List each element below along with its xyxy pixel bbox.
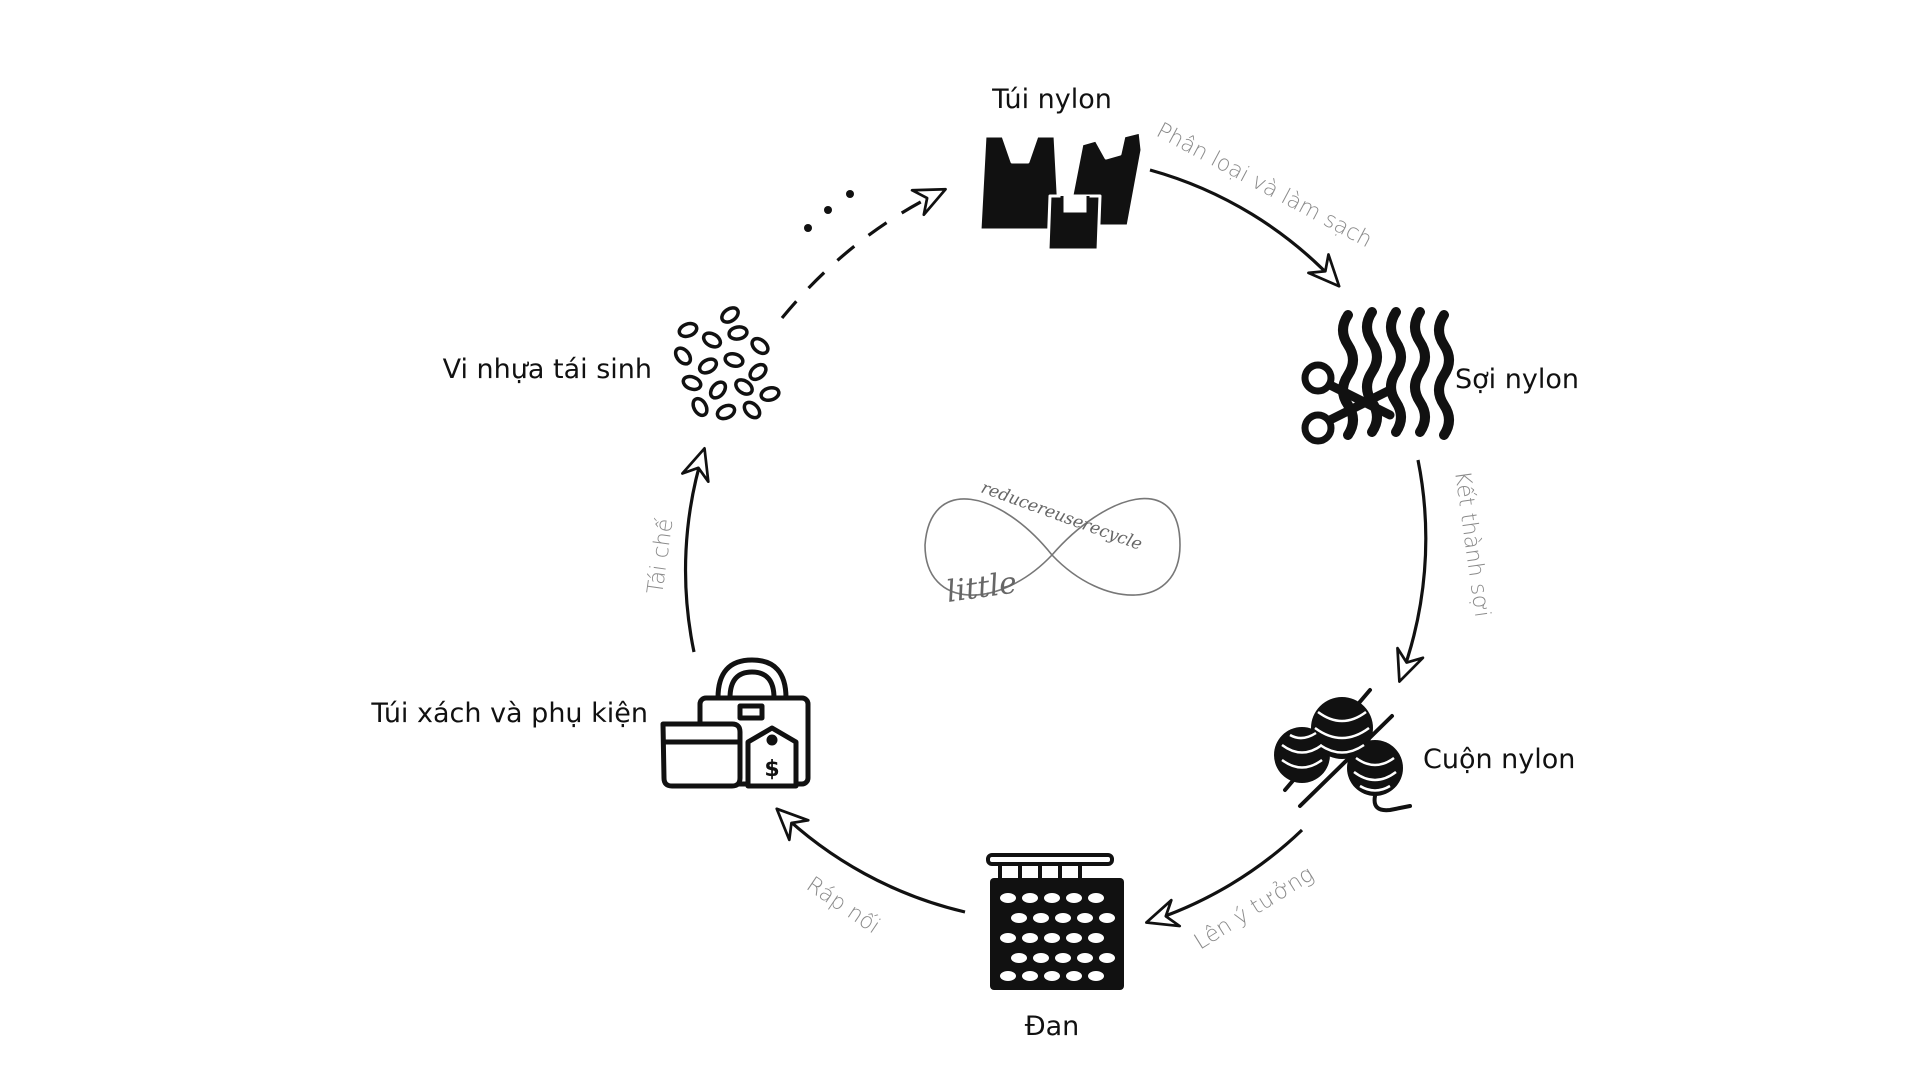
arrow-rap-noi	[775, 807, 966, 914]
node-label-cuon-nylon: Cuộn nylon	[1423, 744, 1575, 775]
node-label-tui-nylon: Túi nylon	[991, 84, 1112, 115]
arrow-phan-loai	[1149, 168, 1341, 288]
edge-label-phan-loai: Phân loại và làm sạch	[1152, 118, 1376, 253]
plastic-pellets-icon	[673, 306, 781, 421]
scissors-yarn-icon	[1301, 307, 1454, 445]
edge-label-rap-noi: Ráp nối	[802, 872, 885, 939]
handbag-accessories-icon	[660, 657, 811, 789]
logo-text-top: reducereuserecycle	[978, 478, 1144, 555]
arrow-len-y-tuong	[1145, 828, 1304, 928]
ellipsis-dots	[804, 190, 854, 232]
plastic-bags-icon	[978, 130, 1144, 252]
arrow-dashed-continue	[780, 187, 947, 320]
node-label-tui-xach: Túi xách và phụ kiện	[370, 698, 648, 729]
edge-label-tai-che: Tái chế	[643, 517, 678, 596]
edge-label-ket-thanh-soi: Kết thành sợi	[1449, 469, 1494, 619]
arrow-ket-thanh-soi	[1396, 459, 1428, 683]
logo-text-bottom: little	[944, 565, 1019, 609]
edge-label-len-y-tuong: Lên ý tưởng	[1190, 862, 1319, 955]
node-label-dan: Đan	[1025, 1011, 1080, 1042]
infinity-logo: reducereuserecycle little	[924, 478, 1181, 610]
yarn-balls-icon	[1274, 688, 1412, 813]
arrow-tai-che	[680, 447, 710, 653]
node-label-soi-nylon: Sợi nylon	[1455, 364, 1579, 395]
node-label-vi-nhua: Vi nhựa tái sinh	[443, 354, 652, 385]
knitting-icon	[986, 853, 1124, 990]
dollar-sign-icon: $	[764, 757, 779, 782]
